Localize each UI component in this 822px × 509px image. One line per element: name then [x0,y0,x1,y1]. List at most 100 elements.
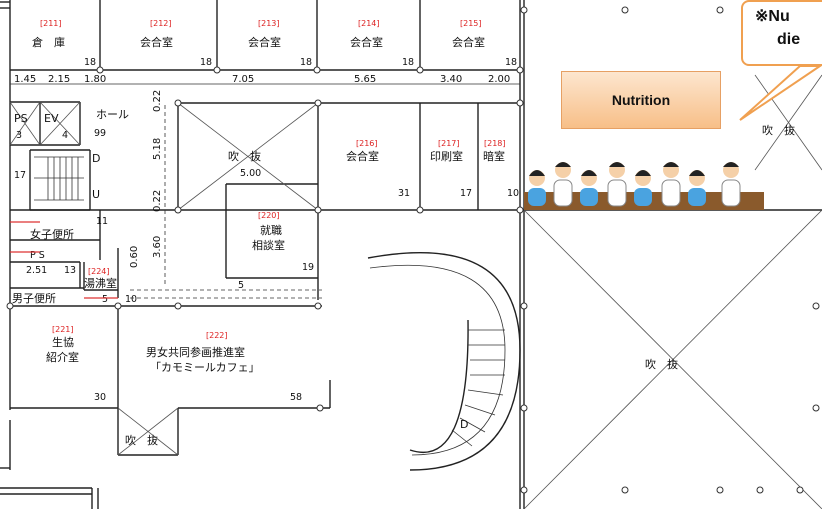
room-224: [224] 湯沸室 [84,267,117,290]
svg-text:10: 10 [125,294,137,305]
svg-text:4: 4 [62,130,68,141]
vdim-1: 0.22 [152,90,163,112]
vdim-4: 3.60 [152,236,163,258]
svg-text:[216]: [216] [356,139,378,148]
person-6 [661,162,681,207]
dim-6: 3.40 [440,74,462,85]
svg-text:99: 99 [94,128,106,139]
svg-text:[211]: [211] [40,19,62,28]
people-illustration [524,162,764,210]
svg-text:P S: P S [30,250,45,261]
svg-text:18: 18 [84,57,96,68]
red-markers [10,221,118,299]
svg-text:印刷室: 印刷室 [430,149,463,163]
svg-text:相談室: 相談室 [252,238,285,252]
svg-text:暗室: 暗室 [483,149,505,163]
person-1 [528,170,546,206]
svg-text:会合室: 会合室 [346,149,379,163]
svg-text:会合室: 会合室 [140,35,173,49]
svg-text:[215]: [215] [460,19,482,28]
dim-2: 2.15 [48,74,70,85]
nutrition-label: Nutrition [561,71,721,129]
svg-text:会合室: 会合室 [452,35,485,49]
person-5 [634,170,652,206]
dim-4: 7.05 [232,74,254,85]
svg-text:18: 18 [300,57,312,68]
svg-text:11: 11 [96,216,108,227]
svg-text:31: 31 [398,188,410,199]
svg-text:18: 18 [505,57,517,68]
svg-text:10: 10 [507,188,519,199]
dim-5: 5.65 [354,74,376,85]
person-3 [580,170,598,206]
void-right-label: 吹 抜 [645,357,678,371]
void-bottom-label: 吹 抜 [125,433,158,447]
callout-box: ※Nu die [741,0,822,66]
room-214: [214] 会合室 18 [350,19,414,68]
room-220: [220] 就職 相談室 19 [252,211,314,273]
svg-text:PS: PS [14,112,28,125]
person-7 [688,170,706,206]
svg-text:[224]: [224] [88,267,110,276]
svg-text:D: D [460,418,468,431]
svg-text:3: 3 [16,130,22,141]
room-217: [217] 印刷室 17 [430,139,472,199]
dashed-lines [130,105,322,299]
room-221: [221] 生協 紹介室 30 [46,325,106,403]
void-upper-right-label: 吹 抜 [762,123,795,137]
room-213: [213] 会合室 18 [248,19,312,68]
room-215: [215] 会合室 18 [452,19,517,68]
svg-text:EV: EV [44,112,59,125]
svg-text:5.00: 5.00 [240,168,261,179]
svg-text:17: 17 [14,170,26,181]
person-2 [553,162,573,207]
svg-text:[220]: [220] [258,211,280,220]
svg-text:男女共同参画推進室: 男女共同参画推進室 [146,345,245,359]
callout-line-1: ※Nu [755,8,790,25]
svg-text:5: 5 [238,280,244,291]
svg-text:D: D [92,152,100,165]
svg-text:17: 17 [460,188,472,199]
svg-text:[212]: [212] [150,19,172,28]
svg-text:[222]: [222] [206,331,228,340]
room-218: [218] 暗室 10 [483,139,519,199]
svg-text:13: 13 [64,265,76,276]
void-marks [9,74,822,509]
svg-text:「カモミールカフェ」: 「カモミールカフェ」 [150,361,260,374]
svg-text:[213]: [213] [258,19,280,28]
room-211: [211] 倉 庫 18 [32,19,96,68]
svg-text:U: U [92,188,100,201]
vdim-3: 0.22 [152,190,163,212]
vdim-2: 5.18 [152,138,163,160]
vertical-dimensions: 0.22 5.18 0.22 3.60 0.60 [129,90,163,268]
svg-text:58: 58 [290,392,302,403]
svg-text:2.51: 2.51 [26,265,47,276]
svg-text:19: 19 [302,262,314,273]
svg-text:18: 18 [402,57,414,68]
dim-1: 1.45 [14,74,36,85]
svg-text:[218]: [218] [484,139,506,148]
vdim-5: 0.60 [129,246,140,268]
svg-text:ホール: ホール [96,108,129,121]
person-8 [721,162,741,207]
svg-text:紹介室: 紹介室 [46,350,79,364]
svg-text:湯沸室: 湯沸室 [84,276,117,290]
callout-line-2: die [777,31,801,48]
svg-text:[221]: [221] [52,325,74,334]
svg-text:会合室: 会合室 [248,35,281,49]
room-222: [222] 男女共同参画推進室 「カモミールカフェ」 58 [146,331,302,403]
dim-3: 1.80 [84,74,106,85]
svg-text:会合室: 会合室 [350,35,383,49]
void-center: 吹 抜 5.00 [228,149,261,179]
svg-text:倉 庫: 倉 庫 [32,35,65,49]
spiral-staircase [367,252,521,471]
svg-text:[217]: [217] [438,139,460,148]
columns [6,6,820,494]
svg-text:[214]: [214] [358,19,380,28]
svg-text:5: 5 [102,294,108,305]
svg-text:女子便所: 女子便所 [30,227,74,241]
room-212: [212] 会合室 18 [140,19,212,68]
svg-text:生協: 生協 [52,335,74,349]
svg-text:就職: 就職 [260,223,282,237]
svg-text:30: 30 [94,392,106,403]
